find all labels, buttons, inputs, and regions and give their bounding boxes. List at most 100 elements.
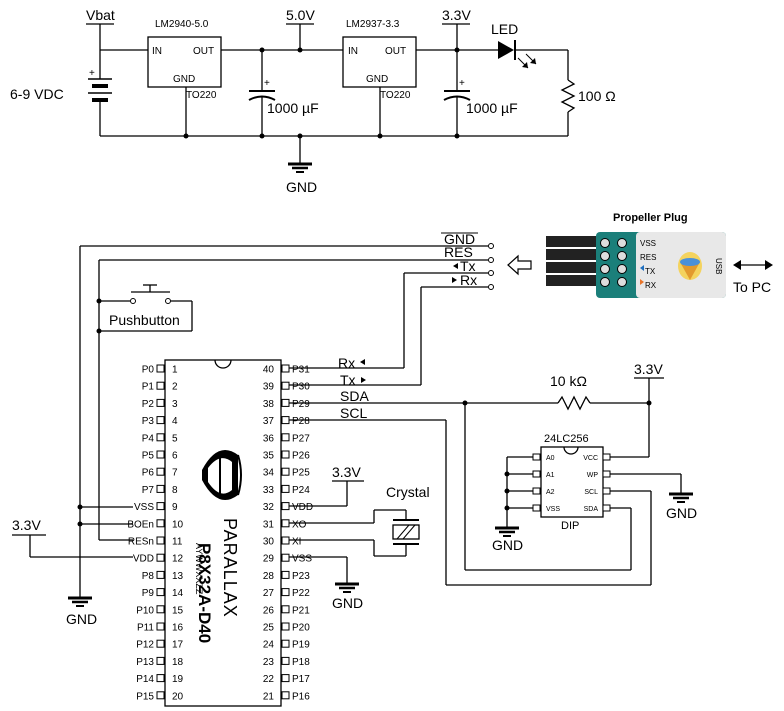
chip-pin-num: 3 — [172, 399, 178, 410]
chip-pin-num: 23 — [263, 657, 275, 668]
pushbutton-label: Pushbutton — [109, 312, 180, 328]
sda-label: SDA — [340, 388, 369, 404]
eeprom-pin-name: VCC — [583, 455, 598, 462]
left-wiring: 3.3V GND — [12, 504, 133, 627]
chip-pin-num: 19 — [172, 674, 184, 685]
to-pc-label: To PC — [733, 279, 771, 295]
chip-pin-name: P7 — [142, 485, 155, 496]
chip-pin-name: P24 — [292, 485, 310, 496]
chip-pin-num: 18 — [172, 657, 184, 668]
eeprom-pin-name: A0 — [546, 455, 555, 462]
chip-pin-name: P30 — [292, 382, 310, 393]
chip-pin-name: P22 — [292, 588, 310, 599]
capacitor-2: + 1000 µF — [443, 78, 518, 136]
gnd-left-label: GND — [66, 611, 97, 627]
chip-pin-num: 14 — [172, 588, 184, 599]
chip-pin-name: P6 — [142, 468, 155, 479]
chip-pin-box — [281, 381, 290, 390]
chip-pin-num: 22 — [263, 674, 275, 685]
chip-pin-box — [156, 570, 165, 579]
chip-pin-box — [281, 553, 290, 562]
resistor-10k: 10 kΩ — [550, 373, 649, 411]
chip-pin-num: 17 — [172, 640, 184, 651]
chip-pin-box — [156, 364, 165, 373]
resistor-100: 100 Ω — [560, 50, 616, 136]
chip-pin-box — [156, 656, 165, 665]
chip-pin-num: 34 — [263, 468, 275, 479]
gnd-eeprom-wp-label: GND — [666, 505, 697, 521]
eeprom-pin-name: A2 — [546, 489, 555, 496]
chip-pin-name: P18 — [292, 657, 310, 668]
chip-pin-num: 31 — [263, 519, 275, 530]
reg1-out: OUT — [193, 46, 214, 57]
chip-pin-num: 9 — [172, 502, 178, 513]
line-gnd-label: GND — [444, 231, 475, 247]
chip-pin-box — [156, 502, 165, 511]
reg1-name: LM2940-5.0 — [155, 19, 209, 30]
chip-pin-box — [156, 484, 165, 493]
reg1-package: TO220 — [186, 90, 217, 101]
chip-pin-box — [156, 553, 165, 562]
chip-pin-name: P23 — [292, 571, 310, 582]
line-tx-label: Tx — [460, 258, 476, 274]
line-res-label: RES — [444, 244, 473, 260]
chip-pin-box — [281, 536, 290, 545]
cap1-value: 1000 µF — [267, 100, 319, 116]
chip-pin-num: 38 — [263, 399, 275, 410]
tx-label: Tx — [340, 372, 356, 388]
chip-pin-box — [281, 570, 290, 579]
reg2-in: IN — [348, 46, 358, 57]
plug-title: Propeller Plug — [613, 212, 688, 224]
chip-pin-num: 28 — [263, 571, 275, 582]
reg2-name: LM2937-3.3 — [346, 19, 400, 30]
svg-text:+: + — [459, 78, 465, 89]
chip-pin-num: 6 — [172, 451, 178, 462]
chip-pin-box — [281, 433, 290, 442]
chip-pin-num: 5 — [172, 433, 178, 444]
chip-pin-name: P13 — [136, 657, 154, 668]
gnd-eeprom-label: GND — [492, 537, 523, 553]
chip-pin-name: P19 — [292, 640, 310, 651]
reg2-package: TO220 — [380, 90, 411, 101]
reg2-out: OUT — [385, 46, 406, 57]
led-label: LED — [491, 21, 518, 37]
chip-pin-name: P9 — [142, 588, 155, 599]
chip-pin-num: 36 — [263, 433, 275, 444]
chip-pin-name: P31 — [292, 365, 310, 376]
chip-pin-name: P12 — [136, 640, 154, 651]
eeprom-pin-name: A1 — [546, 472, 555, 479]
programming-lines: GND RES Tx Rx — [79, 231, 494, 590]
chip-pin-name: P20 — [292, 623, 310, 634]
chip-pin-name: XO — [292, 519, 307, 530]
chip-brand: PARALLAX — [220, 518, 240, 618]
chip-pin-name: P8 — [142, 571, 155, 582]
chip-pin-num: 39 — [263, 382, 275, 393]
chip-pin-name: P17 — [292, 674, 310, 685]
eeprom-pin-box — [532, 504, 541, 512]
right-wiring: Rx Tx SDA SCL 10 kΩ 3.3V GND — [289, 355, 697, 611]
chip-pin-num: 40 — [263, 365, 275, 376]
chip-pin-num: 29 — [263, 554, 275, 565]
eeprom-pin-name: SDA — [584, 506, 599, 513]
eeprom-pin-box — [532, 470, 541, 478]
chip-pin-num: 11 — [172, 537, 183, 548]
rx-label: Rx — [338, 355, 355, 371]
regulator-1: LM2940-5.0 IN OUT GND TO220 — [147, 19, 222, 101]
chip-pin-box — [156, 691, 165, 700]
chip-pin-num: 37 — [263, 416, 275, 427]
chip-pin-name: P0 — [142, 365, 155, 376]
chip-pin-name: XI — [292, 537, 301, 548]
chip-pin-box — [281, 656, 290, 665]
eeprom-pin-box — [602, 504, 611, 512]
chip-pin-box — [281, 467, 290, 476]
chip-pin-name: P14 — [136, 674, 154, 685]
power-gnd-label: GND — [286, 179, 317, 195]
eeprom-pin-box — [532, 487, 541, 495]
led: LED — [491, 21, 568, 69]
reg1-in: IN — [152, 46, 162, 57]
crystal: Crystal — [289, 484, 430, 557]
power-supply: Vbat + 6-9 VDC LM2940-5.0 IN OUT GND TO2… — [10, 7, 616, 195]
v33-right-label: 3.3V — [634, 361, 663, 377]
